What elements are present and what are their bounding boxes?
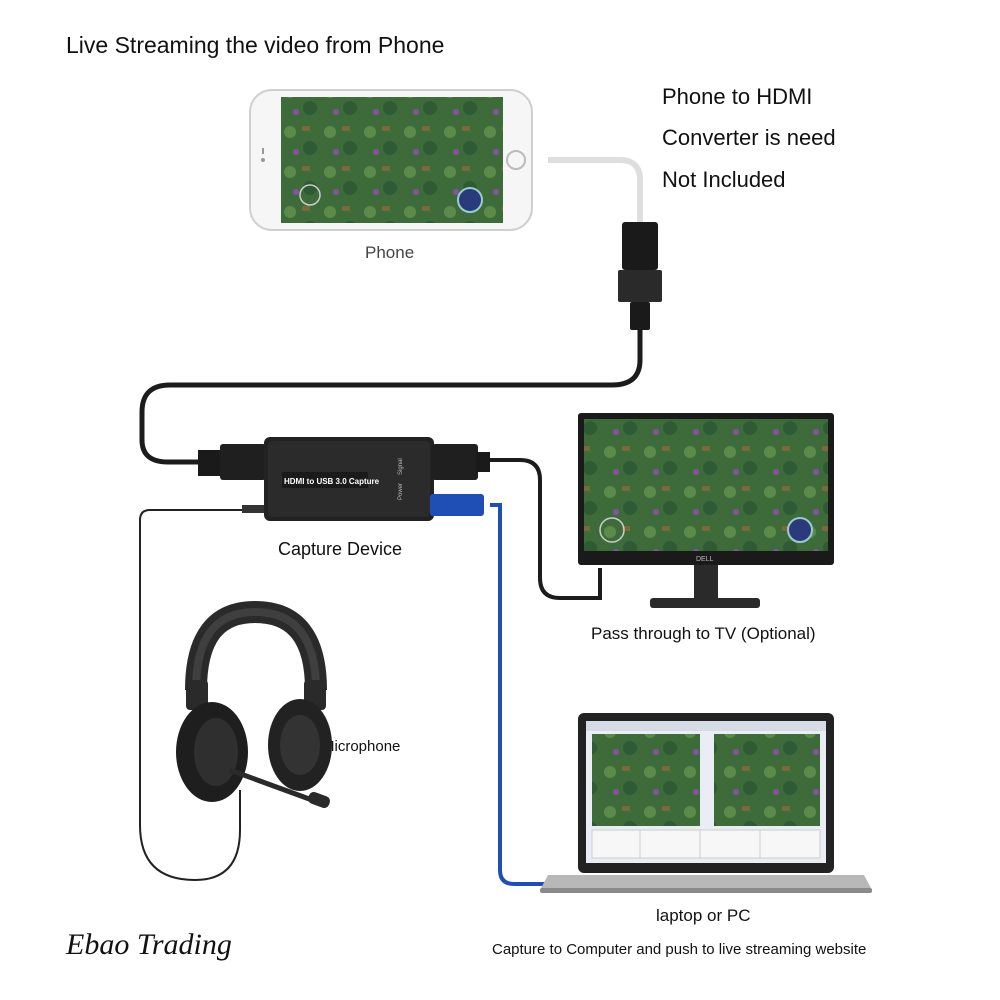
port-power-print: Power: [398, 483, 404, 500]
capture-device-label: Capture Device: [278, 539, 403, 559]
microphone-label: Microphone: [322, 738, 401, 755]
headset-microphone: [176, 600, 332, 808]
hdmi-converter: [618, 222, 662, 330]
capture-device-print: HDMI to USB 3.0 Capture: [284, 477, 380, 486]
hdmi-pass-through-cable: [488, 458, 602, 600]
laptop: [540, 713, 872, 893]
phone-label: Phone: [365, 243, 415, 262]
streaming-caption: Capture to Computer and push to live str…: [492, 941, 867, 958]
converter-note-line-3: Not Included: [662, 167, 786, 192]
converter-note-line-2: Converter is need: [662, 125, 836, 150]
capture-device: HDMI to USB 3.0 Capture Signal Power: [198, 437, 490, 521]
monitor-brand-logo: DELL: [696, 556, 714, 563]
phone: [249, 89, 533, 231]
pass-through-label: Pass through to TV (Optional): [591, 624, 816, 643]
laptop-label: laptop or PC: [656, 906, 751, 925]
diagram-title: Live Streaming the video from Phone: [66, 32, 445, 58]
monitor: DELL: [578, 413, 834, 608]
usb-cable: [490, 503, 548, 886]
hdmi-input-cable: [139, 330, 643, 465]
port-signal-print: Signal: [398, 458, 404, 475]
brand-watermark: Ebao Trading: [66, 928, 232, 961]
mic-cable: [139, 509, 250, 882]
converter-note-line-1: Phone to HDMI: [662, 84, 813, 109]
lightning-cable: [548, 157, 643, 222]
